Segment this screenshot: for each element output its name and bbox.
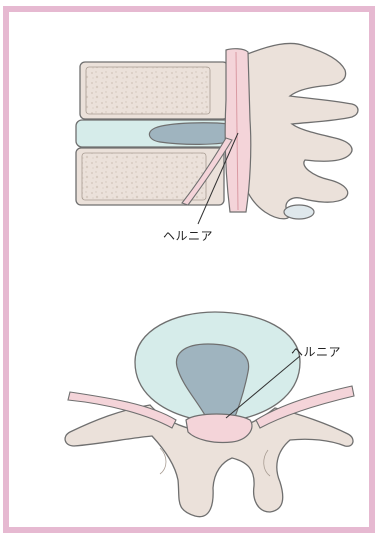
- bone-fragment: [284, 205, 314, 219]
- side-view: [76, 43, 358, 224]
- side-view-label: ヘルニア: [163, 227, 213, 244]
- spinous-processes: [245, 43, 358, 218]
- top-view-label: ヘルニア: [291, 343, 341, 360]
